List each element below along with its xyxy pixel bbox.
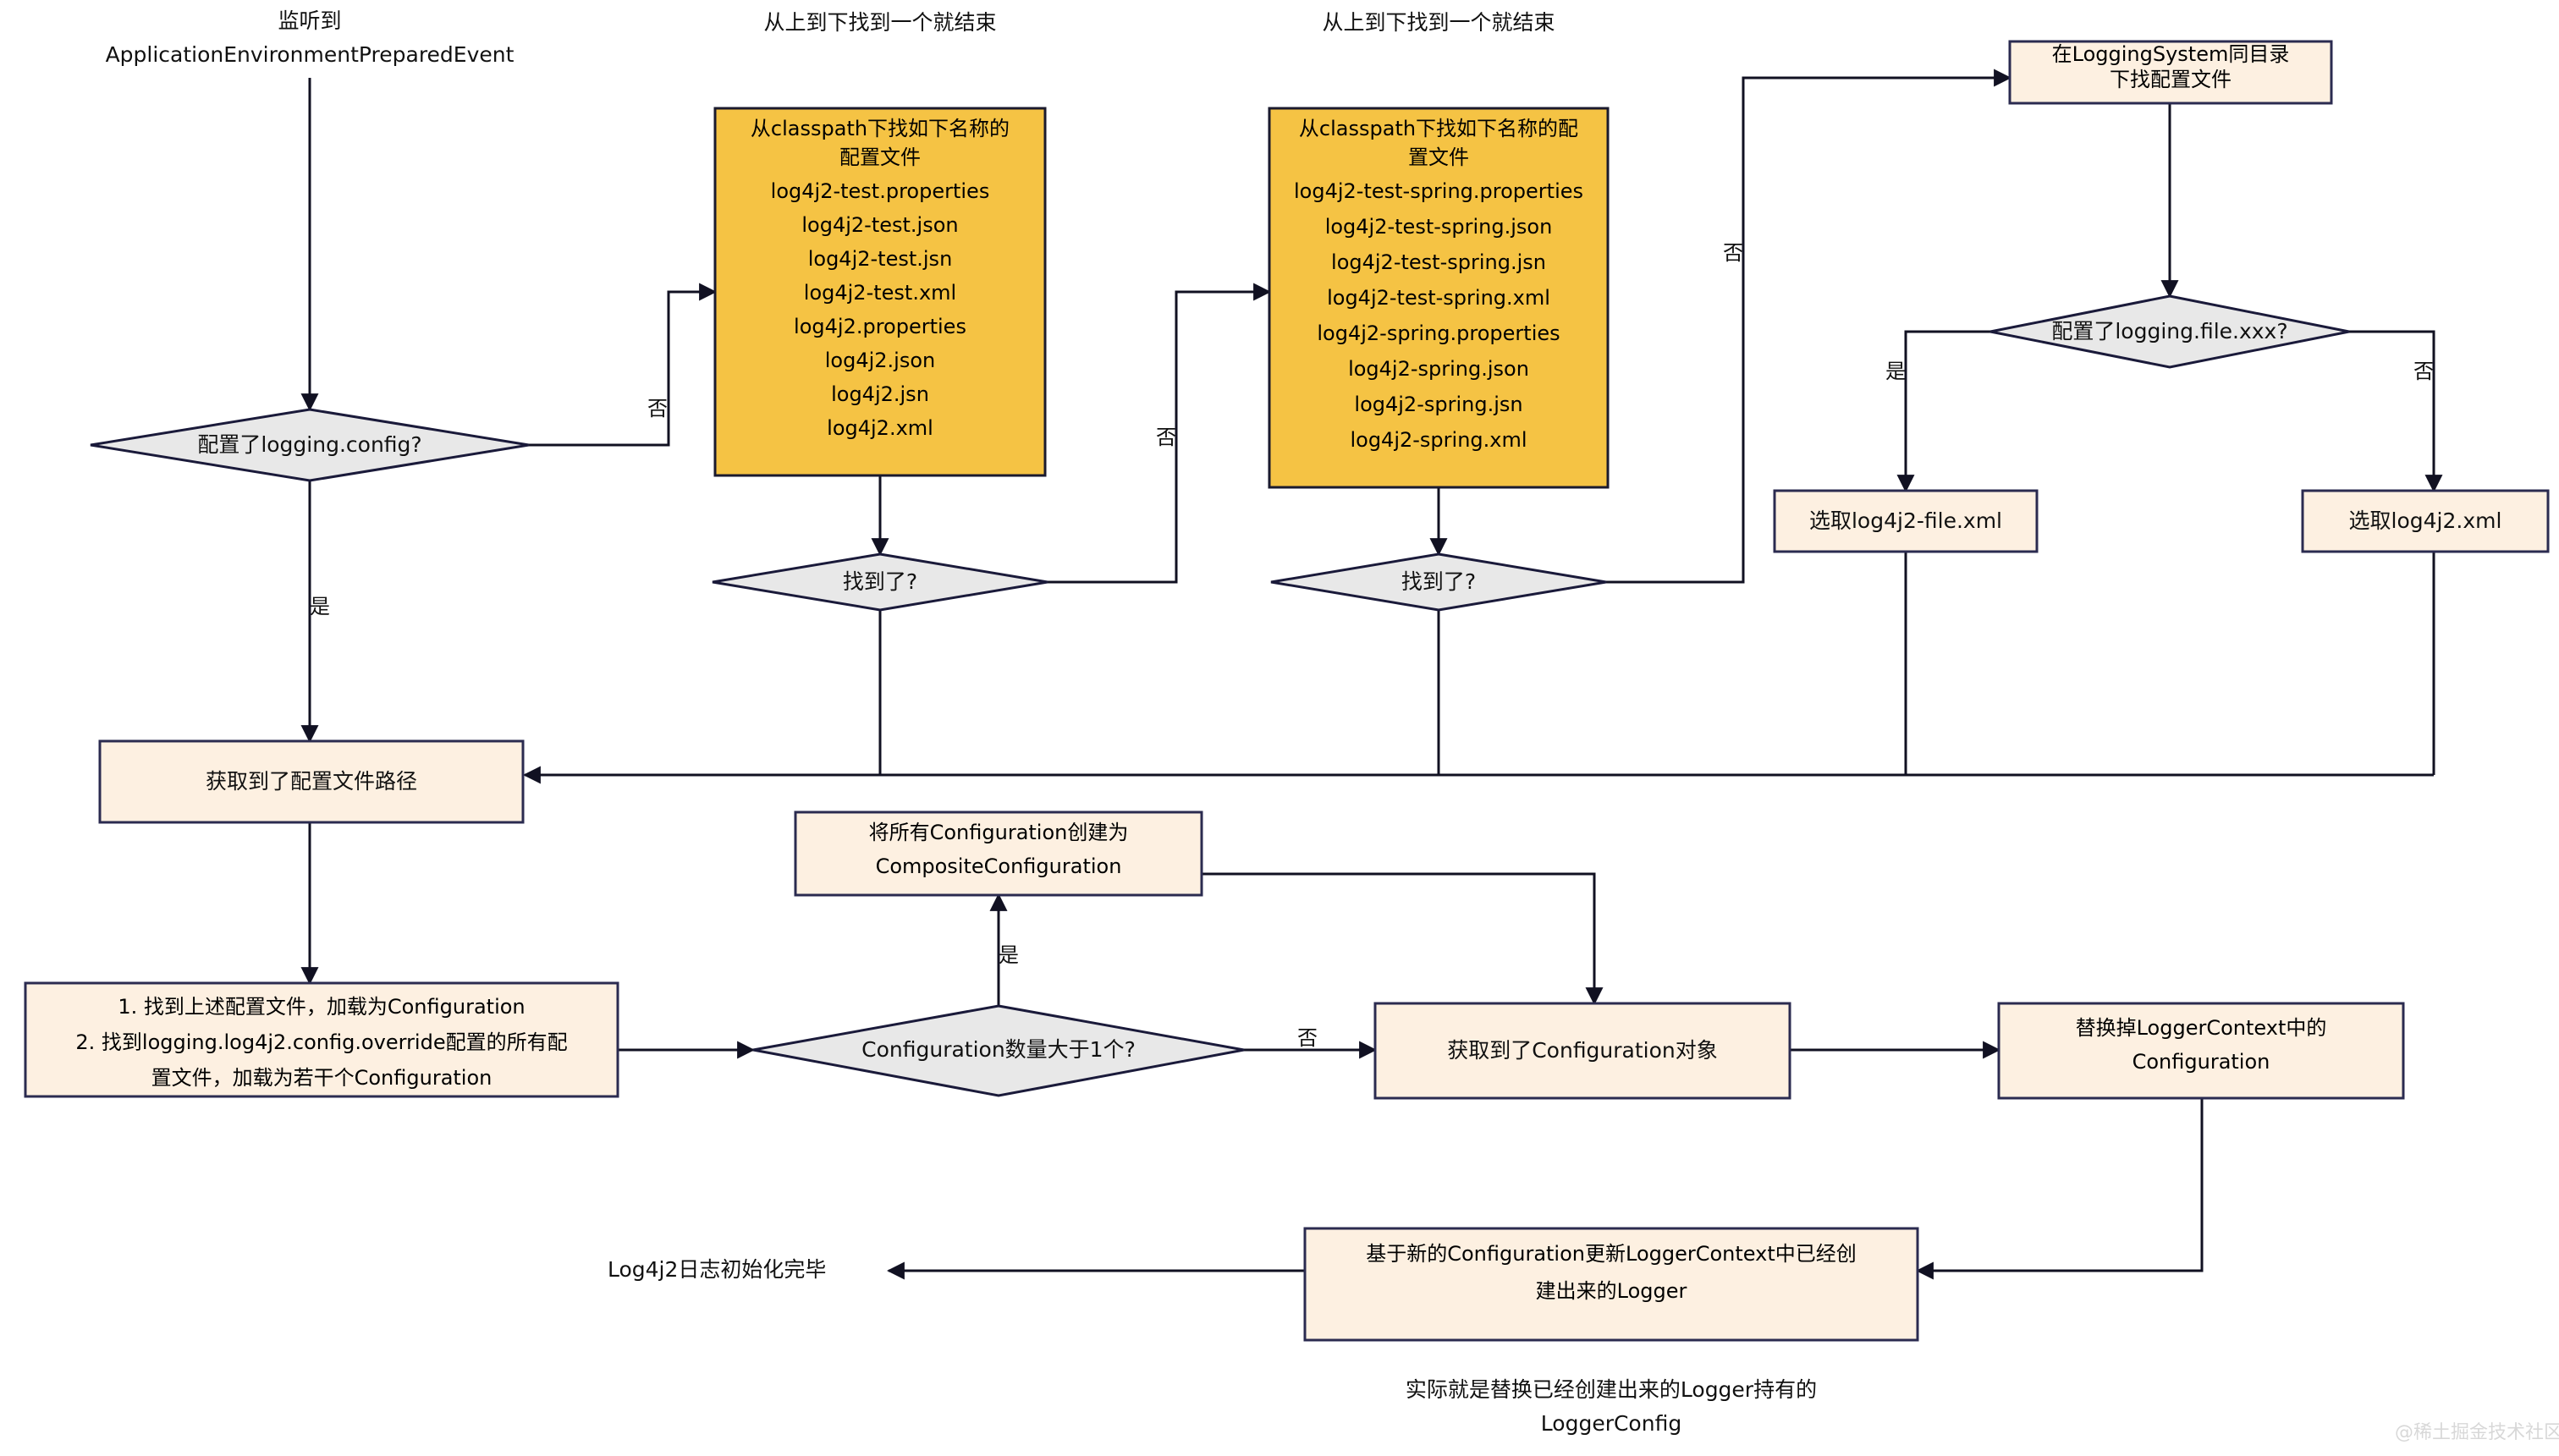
box-classpath-spring-file-5: log4j2-spring.json (1348, 357, 1529, 381)
box-classpath-plain-file-4: log4j2.properties (794, 315, 966, 338)
edge-label-logging-config-yes: 是 (310, 595, 330, 618)
note-top-to-bottom-1: 从上到下找到一个就结束 (763, 10, 996, 35)
note-bottom-line1: 实际就是替换已经创建出来的Logger持有的 (1406, 1377, 1817, 1402)
edge-label-count-yes: 是 (999, 943, 1019, 967)
watermark-label: @稀土掘金技术社区 (2395, 1422, 2559, 1443)
box-select-log4j2-xml[interactable]: 选取log4j2.xml (2301, 489, 2550, 553)
box-classpath-spring-file-1: log4j2-test-spring.json (1325, 215, 1553, 239)
box-classpath-spring-file-3: log4j2-test-spring.xml (1327, 286, 1550, 310)
edge-label-count-no: 否 (1297, 1026, 1318, 1050)
box-classpath-plain-file-5: log4j2.json (825, 349, 936, 372)
box-classpath-spring-file-6: log4j2-spring.jsn (1354, 393, 1522, 416)
box-got-config-path-label: 获取到了配置文件路径 (206, 769, 417, 794)
decision-logging-file-label: 配置了logging.file.xxx? (2051, 319, 2287, 343)
edge-logging-file-no (2349, 330, 2443, 493)
box-classpath-plain[interactable]: 从classpath下找如下名称的 配置文件 log4j2-test.prope… (713, 107, 1047, 477)
box-classpath-plain-line2: 配置文件 (839, 146, 921, 169)
edge-label-found1-no: 否 (1156, 426, 1176, 449)
box-select-log4j2-file-xml[interactable]: 选取log4j2-file.xml (1773, 489, 2039, 553)
box-classpath-plain-file-0: log4j2-test.properties (771, 179, 990, 203)
box-logging-system-dir-line2: 下找配置文件 (2110, 68, 2232, 91)
edge-replace-ctx-to-update-loggers (1915, 1097, 2204, 1280)
box-update-loggers[interactable]: 基于新的Configuration更新LoggerContext中已经创 建出来… (1303, 1227, 1919, 1342)
box-update-loggers-line1: 基于新的Configuration更新LoggerContext中已经创 (1366, 1242, 1857, 1266)
box-load-configurations-line1: 1. 找到上述配置文件，加载为Configuration (118, 995, 525, 1019)
box-classpath-plain-file-2: log4j2-test.jsn (808, 247, 953, 271)
edge-logging-file-yes (1896, 330, 1990, 493)
decision-found-2-label: 找到了? (1401, 569, 1476, 594)
box-classpath-spring-line1: 从classpath下找如下名称的配 (1299, 117, 1578, 140)
terminal-log4j2-init-done: Log4j2日志初始化完毕 (608, 1257, 826, 1282)
box-got-configuration-object-label: 获取到了Configuration对象 (1447, 1038, 1718, 1063)
box-load-configurations-line3: 置文件，加载为若干个Configuration (151, 1066, 493, 1090)
box-got-config-path[interactable]: 获取到了配置文件路径 (98, 739, 525, 824)
edge-label-logging-config-no: 否 (647, 397, 668, 420)
decision-configuration-count-label: Configuration数量大于1个? (861, 1037, 1136, 1062)
decision-found-1-label: 找到了? (843, 569, 917, 594)
note-listened-event-line2: ApplicationEnvironmentPreparedEvent (106, 42, 515, 67)
box-replace-logger-context-configuration[interactable]: 替换掉LoggerContext中的 Configuration (1997, 1002, 2405, 1100)
box-update-loggers-line2: 建出来的Logger (1536, 1279, 1687, 1303)
box-replace-logger-context-line2: Configuration (2132, 1050, 2270, 1074)
edge-label-logging-file-no: 否 (2413, 360, 2434, 383)
decision-found-1[interactable]: 找到了? (712, 552, 1048, 612)
box-classpath-plain-file-1: log4j2-test.json (801, 213, 958, 237)
note-bottom-line2: LoggerConfig (1541, 1411, 1681, 1436)
note-top-to-bottom-2: 从上到下找到一个就结束 (1322, 10, 1555, 35)
edge-found2-no (1606, 69, 2012, 584)
edge-logging-config-no (529, 283, 718, 447)
box-classpath-spring-file-2: log4j2-test-spring.jsn (1331, 250, 1546, 274)
box-classpath-plain-file-6: log4j2.jsn (831, 382, 929, 406)
note-listened-event-line1: 监听到 (278, 8, 341, 33)
edge-composite-to-config-obj (1202, 872, 1604, 1006)
decision-found-2[interactable]: 找到了? (1270, 552, 1607, 612)
box-classpath-spring-file-7: log4j2-spring.xml (1350, 428, 1527, 452)
box-classpath-spring-line2: 置文件 (1408, 146, 1469, 169)
edge-label-found2-no: 否 (1723, 241, 1743, 265)
box-select-log4j2-xml-label: 选取log4j2.xml (2349, 508, 2502, 533)
edge-label-logging-file-yes: 是 (1885, 360, 1906, 383)
box-load-configurations[interactable]: 1. 找到上述配置文件，加载为Configuration 2. 找到loggin… (24, 981, 619, 1098)
box-replace-logger-context-line1: 替换掉LoggerContext中的 (2076, 1016, 2327, 1040)
box-classpath-plain-file-7: log4j2.xml (827, 416, 933, 440)
box-classpath-spring-file-0: log4j2-test-spring.properties (1294, 179, 1583, 203)
decision-logging-config[interactable]: 配置了logging.config? (90, 408, 530, 482)
box-composite-configuration-line1: 将所有Configuration创建为 (869, 821, 1129, 844)
box-logging-system-dir-line1: 在LoggingSystem同目录 (2052, 42, 2290, 66)
decision-configuration-count[interactable]: Configuration数量大于1个? (752, 1004, 1245, 1097)
decision-logging-file[interactable]: 配置了logging.file.xxx? (1989, 294, 2350, 369)
box-select-log4j2-file-xml-label: 选取log4j2-file.xml (1809, 508, 2002, 533)
box-logging-system-dir[interactable]: 在LoggingSystem同目录 下找配置文件 (2008, 40, 2333, 105)
box-classpath-plain-file-3: log4j2-test.xml (804, 281, 956, 305)
box-classpath-plain-line1: 从classpath下找如下名称的 (751, 117, 1010, 140)
box-composite-configuration-line2: CompositeConfiguration (876, 854, 1122, 878)
edge-found1-no (1048, 283, 1272, 584)
box-load-configurations-line2: 2. 找到logging.log4j2.config.override配置的所有… (75, 1030, 567, 1054)
box-classpath-spring-file-4: log4j2-spring.properties (1317, 321, 1560, 345)
box-classpath-spring[interactable]: 从classpath下找如下名称的配 置文件 log4j2-test-sprin… (1268, 107, 1610, 489)
box-composite-configuration[interactable]: 将所有Configuration创建为 CompositeConfigurati… (794, 810, 1203, 897)
decision-logging-config-label: 配置了logging.config? (197, 432, 421, 457)
box-got-configuration-object[interactable]: 获取到了Configuration对象 (1373, 1002, 1791, 1100)
